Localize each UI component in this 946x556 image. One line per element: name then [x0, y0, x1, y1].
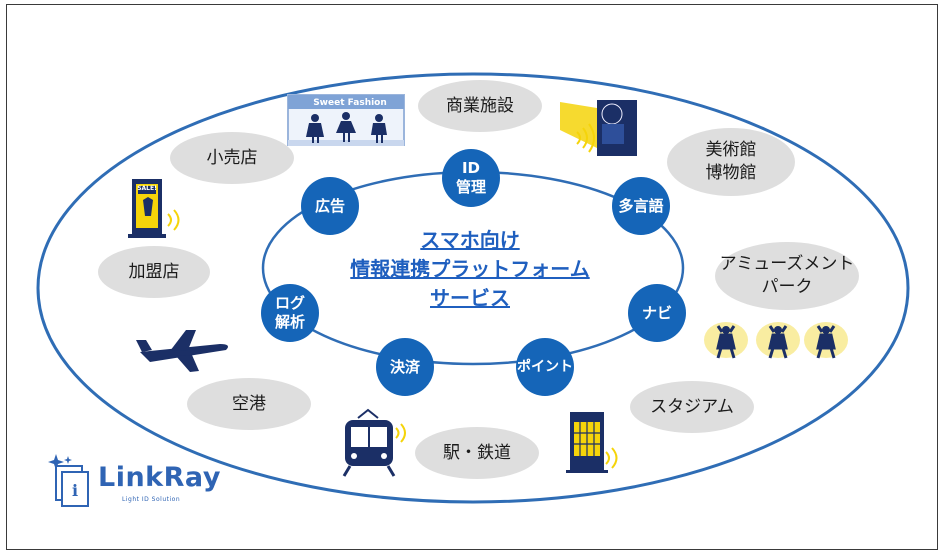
pill-kuko-bg: [187, 378, 311, 430]
pill-kouriten-bg: [170, 132, 294, 184]
venue-shogyo: 商業施設: [446, 95, 514, 116]
node-navi-circle: [628, 284, 686, 342]
center-title: スマホ向け 情報連携プラットフォーム サービス: [320, 226, 620, 313]
pill-eki-bg: [415, 427, 539, 479]
linkray-logo: i LinkRay Light ID Solution: [48, 452, 228, 512]
node-navi: ナビ: [641, 303, 672, 322]
sale-kiosk-illustration: [128, 179, 180, 238]
airplane-illustration: [136, 330, 228, 372]
venue-stadium: スタジアム: [650, 396, 734, 417]
pill-amusement-bg: [715, 242, 859, 310]
museum-painting-illustration: [560, 100, 637, 156]
node-id-kanri-circle: [442, 149, 500, 207]
train-illustration: [342, 408, 406, 477]
linkray-logo-tagline: Light ID Solution: [122, 496, 181, 503]
node-id-kanri: ID 管理: [455, 159, 486, 196]
venue-kameiten: 加盟店: [128, 261, 180, 282]
node-koukoku: 広告: [314, 196, 345, 215]
frame-border: [6, 4, 938, 550]
linkray-logo-text: LinkRay: [98, 462, 221, 493]
center-title-line3: サービス: [430, 286, 510, 310]
node-kessai-circle: [376, 338, 434, 396]
venue-bijutsukan: 美術館 博物館: [705, 140, 757, 183]
fashion-sign-text: Sweet Fashion: [313, 98, 387, 108]
outer-ellipse: [36, 72, 910, 504]
node-koukoku-circle: [301, 177, 359, 235]
stadium-gate-illustration: [566, 412, 618, 473]
amusement-crowd-illustration: [704, 322, 848, 359]
node-point-circle: [516, 338, 574, 396]
center-title-line1: スマホ向け: [420, 228, 520, 252]
fashion-store-illustration: [287, 94, 405, 146]
venue-kouriten: 小売店: [206, 147, 258, 168]
pill-stadium-bg: [630, 381, 754, 433]
node-tagengo: 多言語: [618, 196, 664, 215]
linkray-logo-icon: i: [48, 454, 89, 507]
pill-shogyo-bg: [418, 80, 542, 132]
pill-kameiten-bg: [98, 246, 210, 298]
node-tagengo-circle: [612, 177, 670, 235]
node-kessai: 決済: [389, 357, 420, 376]
pill-bijutsukan-bg: [667, 128, 795, 196]
center-title-line2: 情報連携プラットフォーム: [350, 257, 590, 281]
venue-eki: 駅・鉄道: [443, 442, 511, 463]
sale-sign-text: SALE!: [137, 185, 157, 192]
node-log-circle: [261, 284, 319, 342]
venue-amusement: アミューズメント パーク: [719, 254, 855, 297]
node-log: ログ 解析: [274, 294, 305, 331]
svg-text:i: i: [72, 481, 78, 500]
venue-kuko: 空港: [232, 393, 266, 414]
node-point: ポイント: [517, 358, 573, 375]
